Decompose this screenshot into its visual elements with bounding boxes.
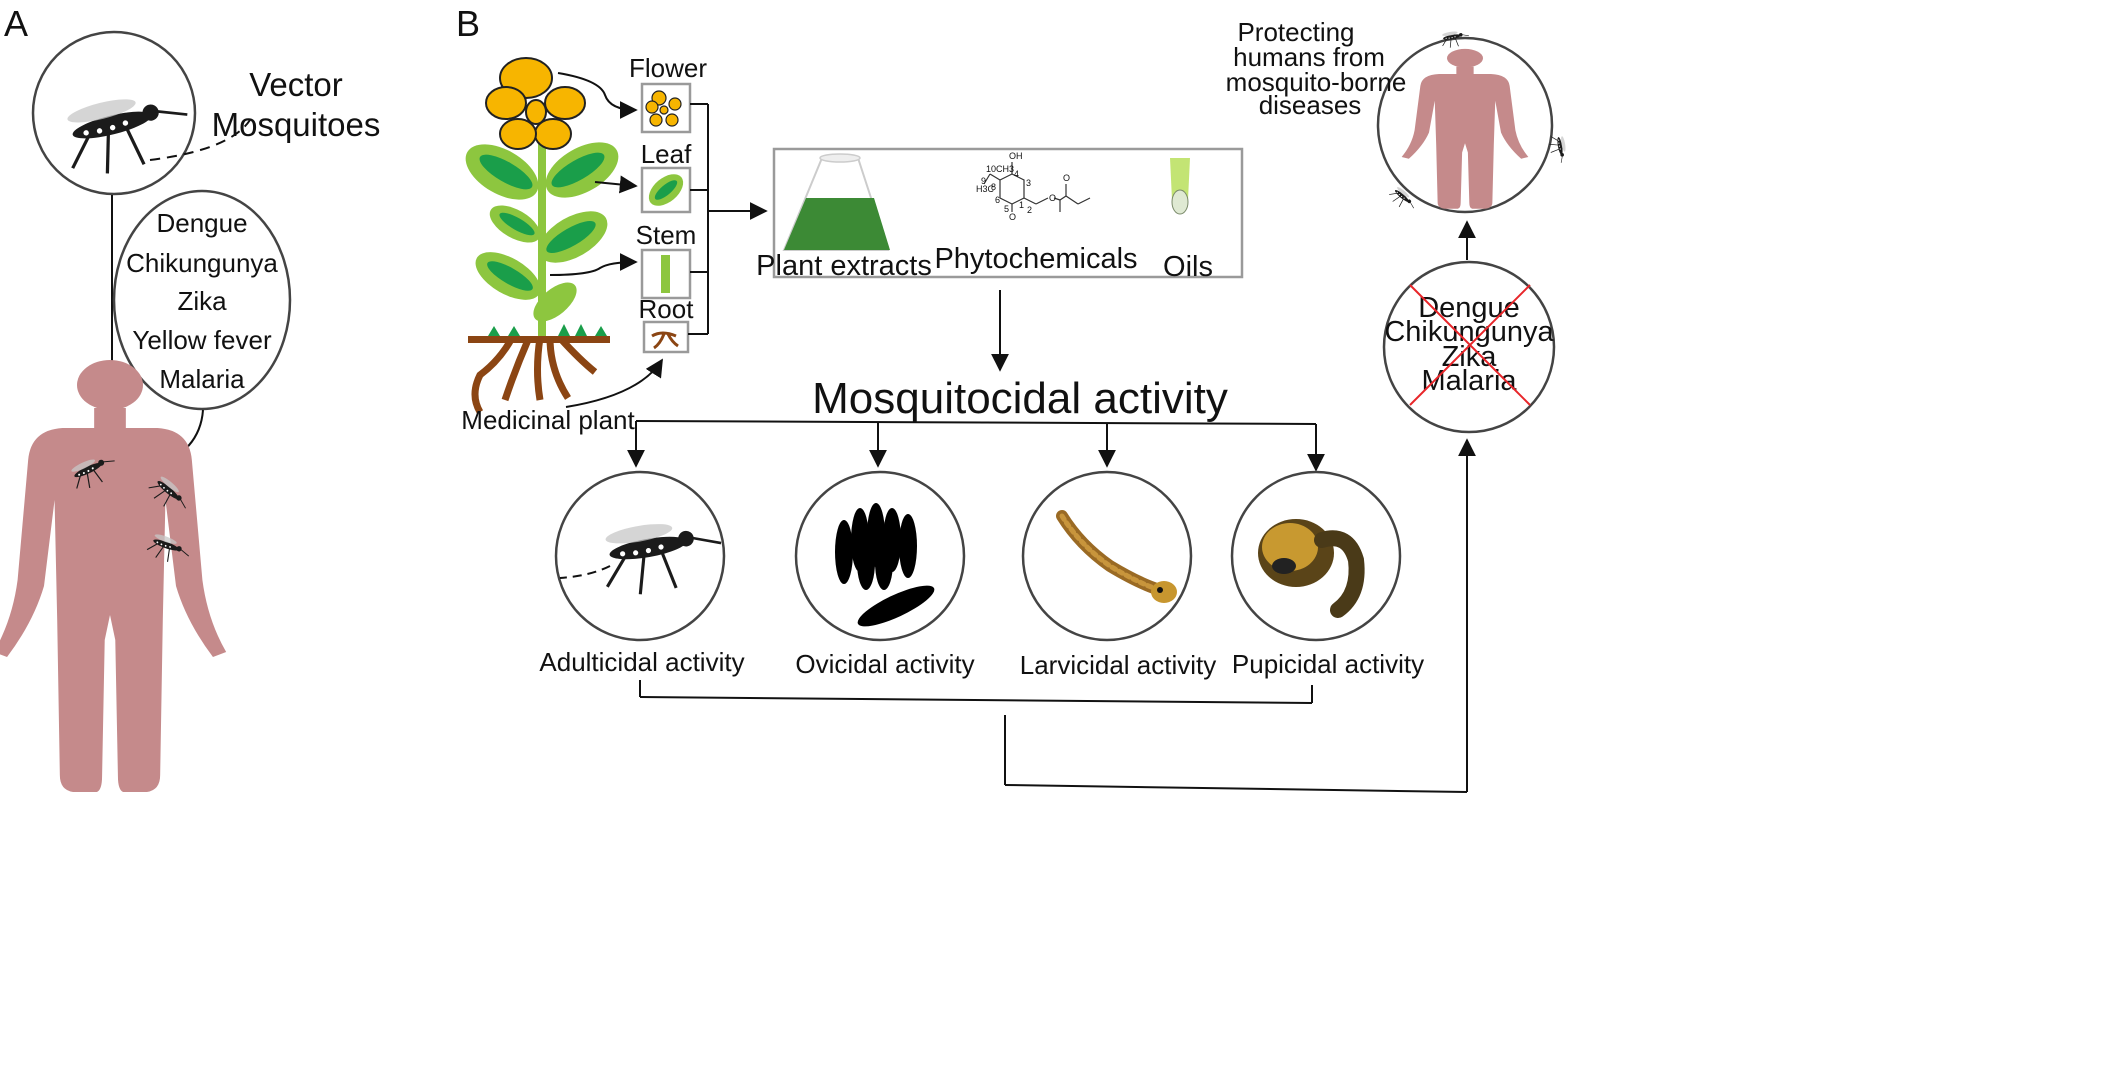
- larvicidal-circle: [1021, 470, 1193, 642]
- activity-label-ovicidal: Ovicidal activity: [795, 649, 974, 679]
- activity-title: Mosquitocidal activity: [812, 374, 1228, 423]
- chem-label-oh: OH: [1009, 151, 1023, 161]
- activity-label-pupicidal: Pupicidal activity: [1232, 649, 1424, 679]
- flower-icon: [645, 90, 682, 127]
- cross-out-mark: [1409, 284, 1531, 406]
- disease-item-malaria: Malaria: [159, 364, 245, 394]
- activity-label-larvicidal: Larvicidal activity: [1020, 650, 1217, 680]
- protect-text-line1: Protecting: [1237, 17, 1354, 47]
- protect-text-line2: humans from: [1233, 42, 1385, 72]
- chem-label-5: 5: [1004, 204, 1009, 214]
- pupa-icon: [1258, 519, 1365, 618]
- chem-label-9: 9: [981, 176, 986, 186]
- chem-label-o1: O: [1009, 212, 1016, 222]
- arrow-plant-to-flower: [557, 72, 638, 119]
- extract-label-oils: Oils: [1163, 251, 1213, 283]
- activity-collector-lines: [639, 438, 1476, 793]
- protect-text-line4: diseases: [1259, 90, 1362, 120]
- extract-label-phytochemicals: Phytochemicals: [934, 243, 1137, 275]
- medicinal-plant-illustration: [465, 57, 619, 414]
- part-label-leaf: Leaf: [641, 139, 692, 169]
- activity-distribution-lines: [627, 420, 1325, 472]
- chem-label-ch3: CH3: [996, 164, 1014, 174]
- flask-icon: [782, 153, 890, 251]
- disease-item-zika: Zika: [177, 286, 227, 316]
- root-icon: [651, 331, 679, 350]
- part-label-root: Root: [639, 294, 695, 324]
- oil-drop-icon: [1170, 158, 1190, 215]
- chem-label-3: 3: [1026, 178, 1031, 188]
- chem-label-o2: O: [1049, 193, 1056, 203]
- egg-cluster-icon: [835, 503, 935, 627]
- protect-text-line3: mosquito-borne: [1226, 67, 1407, 97]
- chem-label-6: 6: [995, 195, 1000, 205]
- part-label-flower: Flower: [629, 53, 707, 83]
- part-box-root: [642, 320, 690, 354]
- chem-label-h3c: H3C: [976, 184, 995, 194]
- plant-caption: Medicinal plant: [461, 405, 635, 435]
- activity-label-adulticidal: Adulticidal activity: [539, 647, 744, 677]
- vector-title-line2: Mosquitoes: [212, 106, 381, 143]
- disease-item-chikungunya: Chikungunya: [126, 248, 278, 278]
- disease-item-dengue: Dengue: [156, 208, 247, 238]
- chem-label-10: 10: [986, 164, 996, 174]
- chem-label-1: 1: [1019, 200, 1024, 210]
- disease-item-yellow-fever: Yellow fever: [132, 325, 272, 355]
- chem-label-o3: O: [1063, 173, 1070, 183]
- human-figure-infected: [0, 360, 227, 792]
- vector-mosquito-leg-dashes: [149, 119, 251, 161]
- parts-bracket: [688, 103, 709, 335]
- panel-b-label: B: [456, 3, 480, 44]
- arrow-plant-to-leaf: [594, 175, 638, 194]
- stem-icon: [661, 255, 670, 293]
- crossed-disease-malaria: Malaria: [1421, 365, 1517, 397]
- chem-label-4: 4: [1014, 169, 1019, 179]
- chem-label-2: 2: [1027, 205, 1032, 215]
- vector-title-line1: Vector: [249, 66, 343, 103]
- arrow-plant-to-root: [565, 358, 663, 408]
- chem-label-8: 8: [991, 182, 996, 192]
- chemical-structure-icon: [983, 162, 1091, 212]
- larva-icon: [1056, 510, 1177, 603]
- disease-list-bubble: [112, 189, 292, 411]
- panel-a-label: A: [4, 3, 28, 44]
- crossed-disease-dengue: Dengue: [1418, 292, 1520, 324]
- extract-label-plant-extracts: Plant extracts: [756, 250, 932, 282]
- part-label-stem: Stem: [636, 220, 697, 250]
- crossed-disease-chikungunya: Chikungunya: [1384, 316, 1554, 348]
- arrow-plant-to-stem: [549, 253, 638, 276]
